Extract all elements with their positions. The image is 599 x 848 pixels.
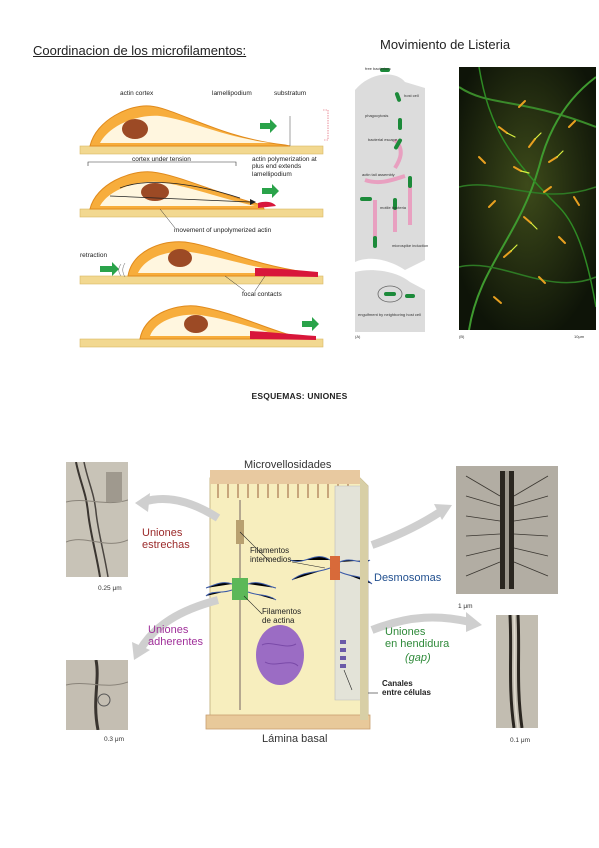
- label-cortex-tension: cortex under tension: [132, 156, 191, 163]
- label-panel-a: (A): [355, 334, 361, 339]
- nucleus: [184, 315, 208, 333]
- label-lamellipodium: lamellipodium: [212, 90, 252, 97]
- section-title-microfilaments: Coordinacion de los microfilamentos:: [33, 43, 247, 58]
- scale-adherens: 0.3 μm: [104, 736, 125, 743]
- label-lamina-basal: Lámina basal: [262, 733, 328, 745]
- label-gap: (gap): [405, 652, 431, 664]
- label-filamentos-intermedios: Filamentos intermedios: [250, 546, 292, 565]
- scale-desmosome: 1 μm: [458, 603, 473, 610]
- label-engulfment: engulfment by neighboring host cell: [358, 312, 421, 317]
- label-microspike: microspike induction: [392, 243, 429, 248]
- label-canales: Canales entre células: [382, 679, 431, 698]
- nucleus: [122, 119, 148, 139]
- micrograph-adherens: [66, 660, 128, 730]
- label-actin-cortex: actin cortex: [120, 90, 154, 97]
- label-phagocytosis: phagocytosis: [365, 113, 389, 118]
- label-motile-bacteria: motile bacteria: [380, 205, 407, 210]
- micrograph-tight-junction: [66, 462, 128, 577]
- retraction-arrow: [100, 262, 119, 276]
- micrograph-gap-junction: [496, 615, 538, 728]
- label-uniones-adherentes: Uniones adherentes: [148, 624, 204, 649]
- section-title-listeria: Movimiento de Listeria: [380, 37, 511, 52]
- label-desmosomas: Desmosomas: [374, 572, 442, 584]
- label-retraction: retraction: [80, 252, 108, 259]
- label-focal-contacts: focal contacts: [242, 291, 282, 298]
- nucleus: [141, 183, 169, 201]
- label-host-cell: host cell: [404, 93, 419, 98]
- label-filamentos-actina: Filamentos de actina: [262, 607, 302, 626]
- section-title-uniones: ESQUEMAS: UNIONES: [251, 391, 348, 401]
- label-uniones-estrechas: Uniones estrechas: [142, 527, 190, 552]
- listeria-micrograph: [459, 67, 596, 330]
- label-substratum: substratum: [274, 90, 307, 97]
- label-free-bacterium: free bacterium: [365, 66, 391, 71]
- scale-tight: 0.25 μm: [98, 585, 122, 592]
- scale-gap: 0.1 μm: [510, 737, 531, 744]
- label-scale-10um: 10μm: [574, 334, 585, 339]
- label-uniones-hendidura: Uniones en hendidura: [385, 626, 450, 651]
- nucleus: [168, 249, 192, 267]
- label-actin-polymerization: actin polymerization at plus end extends…: [252, 156, 317, 178]
- label-bacterial-escape: bacterial escape: [368, 137, 398, 142]
- micrograph-desmosome: [456, 466, 558, 594]
- label-movement: movement of unpolymerized actin: [174, 227, 272, 234]
- label-microvellosidades: Microvellosidades: [244, 459, 332, 471]
- label-actin-tail: actin tail assembly: [362, 172, 395, 177]
- label-panel-b: (B): [459, 334, 465, 339]
- actin-polymerization-tip: [258, 201, 276, 208]
